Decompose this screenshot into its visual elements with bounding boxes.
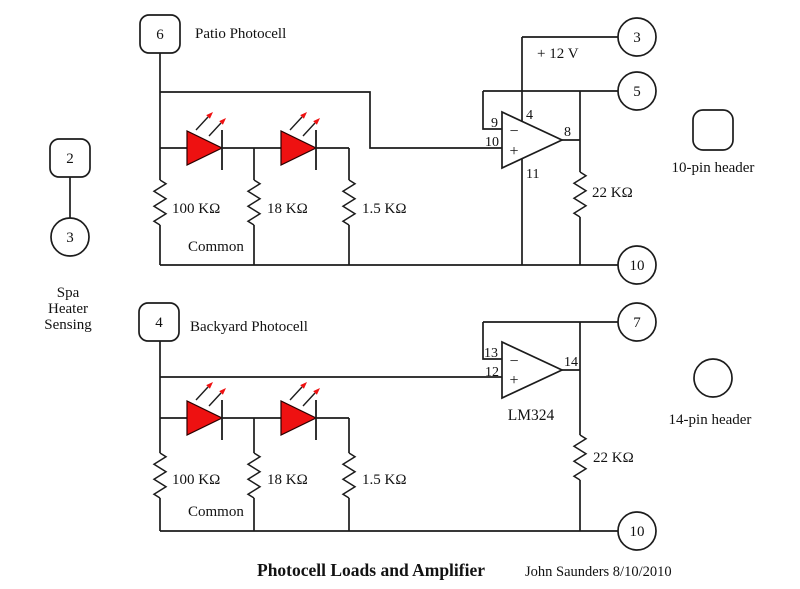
patio-opamp-minus: − xyxy=(509,123,518,140)
patio-wiring xyxy=(159,36,618,266)
backyard-opamp-minus: − xyxy=(509,353,518,370)
backyard-opamp: − + 13 12 14 LM324 xyxy=(484,340,578,424)
spa-caption-line-1: Spa xyxy=(57,285,80,301)
patio-pin-vplus: 4 xyxy=(526,108,533,123)
backyard-circuit: 4 Backyard Photocell − + 13 12 14 LM324 … xyxy=(138,302,657,551)
backyard-photocell-led-2 xyxy=(280,381,321,441)
spa-caption-line-2: Heater xyxy=(48,301,88,317)
backyard-resistor-100k xyxy=(153,452,167,499)
backyard-r2-value: 18 KΩ xyxy=(267,472,308,488)
backyard-r3-value: 1.5 KΩ xyxy=(362,472,406,488)
patio-resistor-100k xyxy=(153,179,167,226)
backyard-gnd-pin-number: 10 xyxy=(630,524,645,540)
backyard-gnd-pin-circle xyxy=(617,511,657,551)
backyard-resistor-18k xyxy=(247,452,261,499)
backyard-opamp-triangle xyxy=(501,340,565,400)
patio-gnd-pin-number: 10 xyxy=(630,258,645,274)
patio-pin-noninv: 10 xyxy=(485,135,499,150)
patio-pin-6-label: 6 xyxy=(156,27,164,43)
backyard-out-pin-number: 7 xyxy=(633,315,641,331)
diagram-title: Photocell Loads and Amplifier xyxy=(257,560,485,580)
patio-pin-inv: 9 xyxy=(491,116,498,131)
patio-pin-out: 8 xyxy=(564,125,571,140)
supply-pin-circle xyxy=(617,17,657,57)
patio-opamp-plus: + xyxy=(509,143,518,160)
backyard-pin-noninv: 12 xyxy=(485,365,499,380)
backyard-wiring xyxy=(159,321,618,532)
spa-pin-2-label: 2 xyxy=(66,151,74,167)
spa-caption-line-3: Sensing xyxy=(44,317,92,333)
patio-circuit: 6 Patio Photocell − + 9 10 4 11 8 3 5 10… xyxy=(139,14,657,285)
backyard-pin-4-label: 4 xyxy=(155,315,163,331)
spa-pin-3-circle xyxy=(50,217,90,257)
patio-resistor-18k xyxy=(247,179,261,226)
patio-r2-value: 18 KΩ xyxy=(267,201,308,217)
backyard-photocell-led-1 xyxy=(186,381,227,441)
backyard-resistor-1p5k xyxy=(342,452,356,499)
patio-out-pin-number: 5 xyxy=(633,84,641,100)
spa-connector: 2 3 Spa Heater Sensing xyxy=(44,138,92,333)
backyard-pin-4-box xyxy=(138,302,180,342)
patio-photocell-led-1 xyxy=(186,111,227,171)
patio-r1-value: 100 KΩ xyxy=(172,201,220,217)
backyard-rf-value: 22 KΩ xyxy=(593,450,634,466)
ten-pin-header-label: 10-pin header xyxy=(672,160,755,176)
patio-pin-vminus: 11 xyxy=(526,167,539,182)
backyard-pin-inv: 13 xyxy=(484,346,498,361)
spa-pin-2-box xyxy=(49,138,91,178)
backyard-opamp-plus: + xyxy=(509,372,518,389)
opamp-chip-label: LM324 xyxy=(508,407,555,424)
author-credit: John Saunders 8/10/2010 xyxy=(525,564,672,580)
patio-gnd-pin-circle xyxy=(617,245,657,285)
supply-voltage-label: + 12 V xyxy=(537,46,579,62)
patio-opamp-triangle xyxy=(501,110,565,170)
ten-pin-header-symbol xyxy=(692,109,734,151)
header-legend: 10-pin header 14-pin header xyxy=(669,109,755,428)
fourteen-pin-header-symbol xyxy=(693,358,733,398)
spa-pin-3-label: 3 xyxy=(66,230,74,246)
patio-opamp: − + 9 10 4 11 8 xyxy=(485,108,571,182)
patio-photocell-led-2 xyxy=(280,111,321,171)
patio-r3-value: 1.5 KΩ xyxy=(362,201,406,217)
patio-title: Patio Photocell xyxy=(195,26,286,42)
patio-pin-6-box xyxy=(139,14,181,54)
patio-common-label: Common xyxy=(188,239,244,255)
supply-pin-number: 3 xyxy=(633,30,641,46)
backyard-title: Backyard Photocell xyxy=(190,319,308,335)
fourteen-pin-header-label: 14-pin header xyxy=(669,412,752,428)
patio-resistor-1p5k xyxy=(342,179,356,226)
patio-out-pin-circle xyxy=(617,71,657,111)
backyard-pin-out: 14 xyxy=(564,355,578,370)
patio-resistor-22k xyxy=(573,171,587,218)
backyard-out-pin-circle xyxy=(617,302,657,342)
backyard-resistor-22k xyxy=(573,434,587,481)
backyard-common-label: Common xyxy=(188,504,244,520)
backyard-r1-value: 100 KΩ xyxy=(172,472,220,488)
patio-rf-value: 22 KΩ xyxy=(592,185,633,201)
